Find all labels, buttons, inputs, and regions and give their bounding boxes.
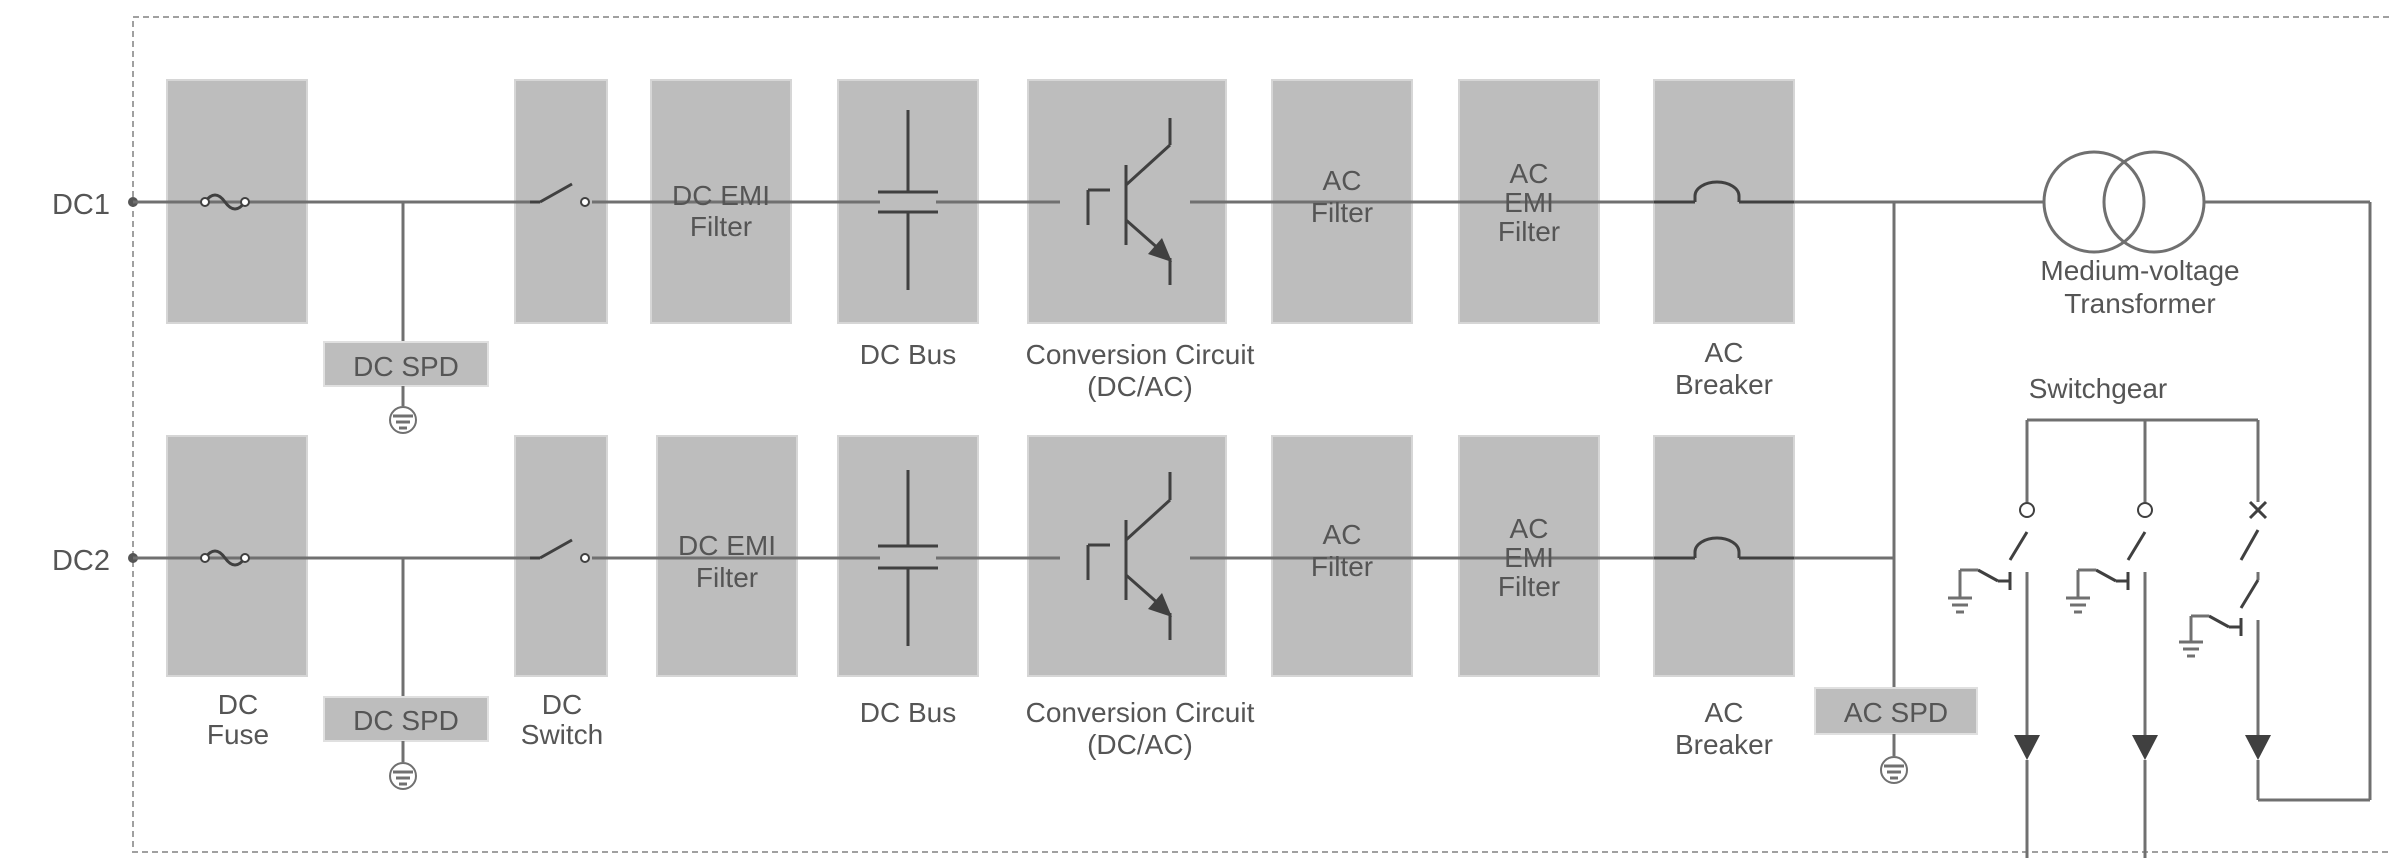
dc-spd-label-2: DC SPD <box>353 705 459 736</box>
ac-spd-badge <box>1814 687 1978 735</box>
dc-bus-label-1: DC Bus <box>860 339 956 370</box>
row-dc1: DC SPD <box>128 79 1894 434</box>
igbt-symbol-1 <box>1060 118 1190 285</box>
switch-symbol-1 <box>530 182 592 209</box>
switchgear-label: Switchgear <box>2029 373 2168 404</box>
ground-icon-1 <box>389 406 417 434</box>
dc-emi-filter-label-2a: DC EMI <box>678 530 776 561</box>
dc-emi-filter-label-2b: Filter <box>696 562 758 593</box>
ac-breaker-label-1a: AC <box>1705 337 1744 368</box>
breaker-symbol-2 <box>1654 536 1794 566</box>
dc-bus-label-2: DC Bus <box>860 697 956 728</box>
igbt-symbol-2 <box>1060 472 1190 640</box>
dc-fuse-block-2 <box>166 435 308 677</box>
ground-icon-2 <box>389 762 417 790</box>
ac-spd-label: AC SPD <box>1844 697 1948 728</box>
switch-symbol-2 <box>530 538 592 565</box>
ac-filter-block-2 <box>1271 435 1413 677</box>
ac-combine: AC SPD Medium-voltage Transformer <box>1814 150 2372 800</box>
fuse-symbol-2 <box>203 549 247 567</box>
switchgear-branch-2 <box>2066 420 2158 858</box>
ac-breaker-label-1b: Breaker <box>1675 369 1773 400</box>
conversion-label-2a: Conversion Circuit <box>1026 697 1255 728</box>
dc-fuse-label-a: DC <box>218 689 258 720</box>
ac-emi-filter-label-2c: Filter <box>1498 571 1560 602</box>
switchgear: Switchgear <box>1948 373 2370 858</box>
diagram-border <box>132 16 2390 853</box>
dc-emi-filter-label-1b: Filter <box>690 211 752 242</box>
ac-emi-filter-label-2a: AC <box>1510 513 1549 544</box>
dc-emi-filter-label-1a: DC EMI <box>672 180 770 211</box>
dc1-label: DC1 <box>52 189 110 221</box>
conversion-label-2b: (DC/AC) <box>1087 729 1193 760</box>
ac-filter-label-2a: AC <box>1323 519 1362 550</box>
ac-breaker-label-2b: Breaker <box>1675 729 1773 760</box>
ground-icon-3 <box>1880 756 1908 784</box>
dc-emi-filter-block-2 <box>656 435 798 677</box>
fuse-symbol-1 <box>203 193 247 211</box>
ac-breaker-label-2a: AC <box>1705 697 1744 728</box>
dc-spd-badge-1 <box>323 341 489 387</box>
breaker-symbol-1 <box>1654 180 1794 210</box>
ac-emi-filter-label-2b: EMI <box>1504 542 1554 573</box>
ac-filter-label-2b: Filter <box>1311 551 1373 582</box>
capacitor-symbol-1 <box>878 110 938 290</box>
transformer-label-b: Transformer <box>2064 288 2215 319</box>
ac-emi-filter-label-1b: EMI <box>1504 187 1554 218</box>
ac-emi-filter-label-1c: Filter <box>1498 216 1560 247</box>
conversion-label-1b: (DC/AC) <box>1087 371 1193 402</box>
ac-filter-label-1b: Filter <box>1311 197 1373 228</box>
transformer-icon <box>2042 150 2206 254</box>
dc-spd-label-1: DC SPD <box>353 351 459 382</box>
row-dc2: DC SPD <box>128 435 1894 790</box>
ac-emi-filter-label-1a: AC <box>1510 158 1549 189</box>
switchgear-branch-3 <box>2179 420 2370 802</box>
switchgear-branch-1 <box>1948 420 2040 858</box>
ac-emi-filter-block-2 <box>1458 435 1600 677</box>
transformer-label-a: Medium-voltage <box>2040 255 2239 286</box>
dc-switch-label-a: DC <box>542 689 582 720</box>
conversion-label-1a: Conversion Circuit <box>1026 339 1255 370</box>
dc2-label: DC2 <box>52 545 110 577</box>
dc-spd-badge-2 <box>323 696 489 742</box>
capacitor-symbol-2 <box>878 470 938 646</box>
ac-filter-label-1a: AC <box>1323 165 1362 196</box>
dc-switch-label-b: Switch <box>521 719 603 750</box>
dc-fuse-label-b: Fuse <box>207 719 269 750</box>
